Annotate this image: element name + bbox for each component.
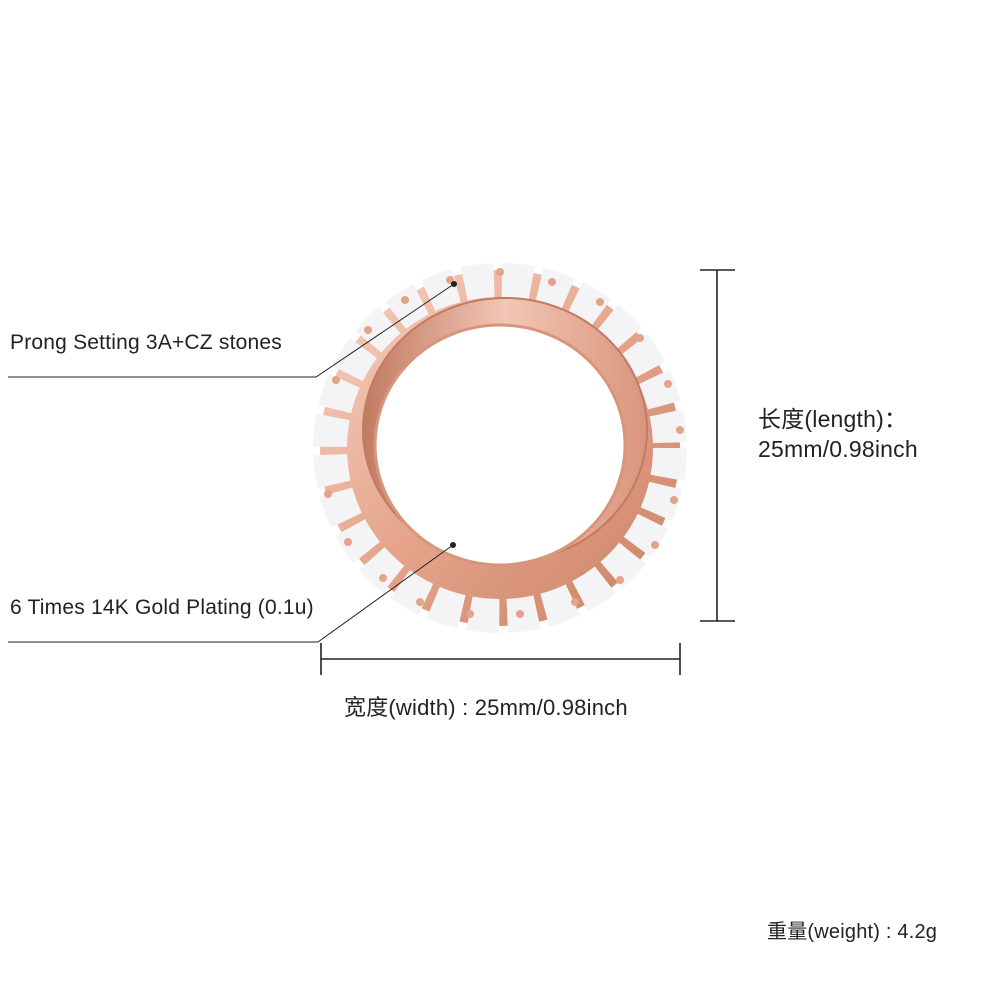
plating-label: 6 Times 14K Gold Plating (0.1u): [10, 596, 314, 619]
ring-band: [313, 263, 687, 633]
ring-prongs: [324, 268, 684, 618]
length-dimension-line: [700, 269, 735, 622]
width-dimension-line: [320, 643, 681, 675]
length-value: 25mm/0.98inch: [758, 436, 918, 462]
weight-label: 重量(weight) : 4.2g: [767, 921, 938, 943]
width-label: 宽度(width) : 25mm/0.98inch: [344, 695, 628, 720]
length-label: 长度(length)：: [758, 406, 908, 432]
prong-setting-label: Prong Setting 3A+CZ stones: [10, 331, 282, 354]
leader-lines: [8, 281, 457, 643]
